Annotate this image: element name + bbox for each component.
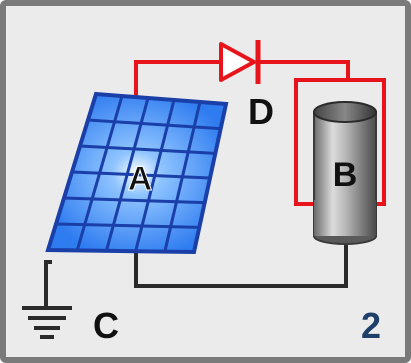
panel-grid-line (87, 118, 221, 131)
battery-cylinder-icon (313, 101, 377, 245)
panel-grid-line (79, 144, 216, 155)
panel-grid-line (63, 196, 205, 205)
figure-number: 2 (361, 305, 381, 346)
ground-label: C (93, 305, 119, 346)
panel-label: A (128, 160, 153, 198)
ground-icon (22, 306, 72, 339)
positive-wire (134, 60, 220, 96)
battery-label: B (333, 156, 358, 194)
negative-wire (134, 243, 348, 288)
panel-grid-line (71, 170, 211, 180)
panel-grid-line (55, 222, 200, 229)
ground-wire (44, 260, 52, 306)
diode-icon (219, 40, 261, 84)
solar-panel-icon (45, 91, 229, 255)
positive-wire-right (260, 60, 386, 206)
diode-label: D (248, 91, 274, 132)
